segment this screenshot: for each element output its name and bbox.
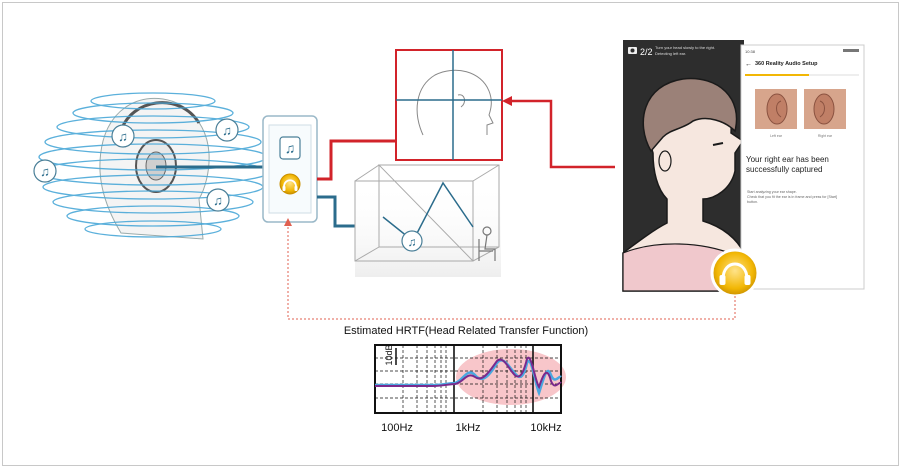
app-subtext-3: button. — [747, 200, 758, 204]
status-time: 10:38 — [745, 49, 756, 54]
svg-text:♫: ♫ — [118, 129, 128, 144]
feedback-loop-line — [287, 224, 736, 320]
svg-text:♫: ♫ — [408, 235, 417, 249]
music-note-icon: ♫ — [279, 136, 301, 160]
svg-text:♫: ♫ — [40, 164, 50, 179]
music-note-icon: ♫ — [111, 124, 135, 148]
capture-instruction-2: Detecting left ear. — [655, 51, 686, 56]
arrow-head — [284, 218, 292, 226]
back-arrow-icon[interactable]: ← — [745, 61, 752, 68]
svg-text:♫: ♫ — [285, 140, 296, 156]
seated-listener-figure — [478, 226, 496, 261]
app-title: 360 Reality Audio Setup — [755, 61, 818, 67]
camera-capture-screen: 2/2 Turn your head slowly to the right. … — [622, 40, 745, 292]
setup-progress-bar — [745, 74, 809, 76]
arrow-head — [502, 96, 512, 106]
left-ear-label: Left ear — [770, 134, 783, 138]
camera-icon — [628, 47, 637, 54]
music-note-icon: ♫ — [33, 159, 57, 183]
smartphone-device: ♫ — [262, 115, 318, 223]
app-subtext-1: Start analyzing your ear shape. — [747, 190, 797, 194]
measured-curve — [375, 359, 562, 397]
estimated-curve — [375, 356, 562, 390]
app-subtext-2: Check that you fit the ear is in frame a… — [747, 195, 837, 199]
capture-step: 2/2 — [640, 47, 653, 57]
capture-success-message: Your right ear has been successfully cap… — [746, 155, 829, 174]
ear-analysis-box — [395, 49, 503, 161]
svg-text:♫: ♫ — [213, 193, 223, 208]
music-note-icon: ♫ — [401, 230, 423, 252]
link-phone-to-ear-analysis — [317, 139, 396, 181]
room-acoustics-box: ♫ — [354, 164, 501, 277]
headphone-icon — [710, 248, 760, 298]
link-phone-to-room — [317, 195, 355, 228]
music-note-icon: ♫ — [215, 118, 239, 142]
headphone-icon — [279, 173, 301, 195]
face-illustration — [622, 77, 745, 292]
right-ear-label: Right ear — [818, 134, 833, 138]
link-camera-to-ear-analysis — [511, 99, 615, 169]
capture-instruction-1: Turn your head slowly to the right. — [655, 45, 715, 50]
x-label-1khz: 1kHz — [455, 422, 480, 434]
hrtf-graph: 10dB — [374, 344, 566, 414]
hrtf-title: Estimated HRTF(Head Related Transfer Fun… — [344, 325, 588, 337]
right-ear-photo — [804, 89, 846, 129]
setup-app-screen: 10:38 ← 360 Reality Audio Setup Left ear… — [740, 44, 865, 290]
x-label-100hz: 100Hz — [381, 422, 413, 434]
x-label-10khz: 10kHz — [530, 422, 561, 434]
scale-label: 10dB — [384, 344, 394, 365]
left-ear-photo — [755, 89, 797, 129]
diagram-canvas: ♫ ♫ ♫ ♫ ♫ — [33, 40, 865, 434]
music-note-icon: ♫ — [206, 188, 230, 212]
svg-text:♫: ♫ — [222, 123, 232, 138]
status-icons — [843, 49, 859, 52]
listener-head-illustration: ♫ ♫ ♫ ♫ — [33, 92, 270, 240]
